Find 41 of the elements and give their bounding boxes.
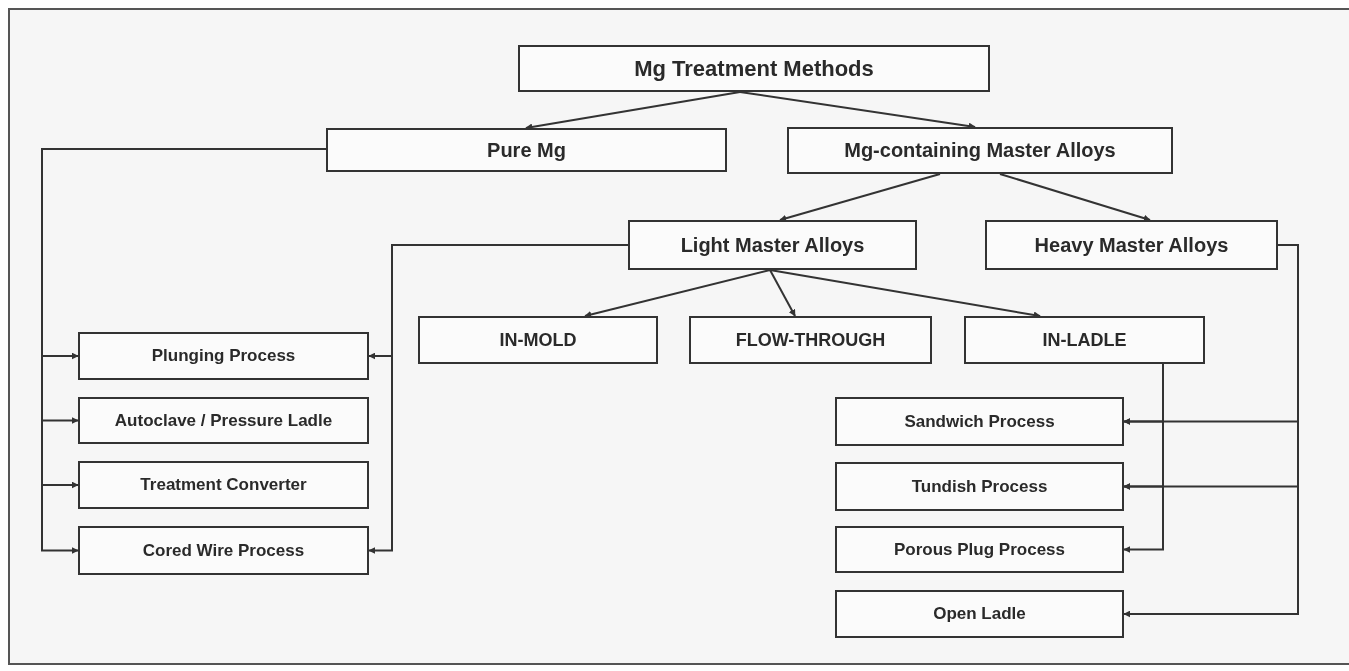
process-box bbox=[787, 127, 1173, 174]
arrow bbox=[525, 91, 741, 131]
process-box bbox=[418, 316, 658, 364]
process-box bbox=[835, 526, 1124, 573]
process-box bbox=[78, 332, 369, 380]
box-label: Cored Wire Process bbox=[142, 540, 305, 561]
box-label: Mg Treatment Methods bbox=[634, 55, 874, 82]
box-label: Porous Plug Process bbox=[894, 539, 1065, 560]
box-label: FLOW-THROUGH bbox=[735, 329, 886, 351]
process-box bbox=[628, 220, 917, 270]
box-label: Autoclave / Pressure Ladle bbox=[114, 410, 333, 431]
process-box bbox=[518, 45, 990, 92]
process-box bbox=[835, 397, 1124, 446]
box-label: IN-MOLD bbox=[499, 329, 577, 351]
process-box bbox=[835, 462, 1124, 511]
box-label: Treatment Converter bbox=[140, 475, 307, 495]
process-box bbox=[326, 128, 727, 172]
process-box bbox=[78, 526, 369, 575]
arrow bbox=[739, 91, 976, 130]
process-box bbox=[964, 316, 1205, 364]
process-box bbox=[78, 397, 369, 444]
box-label: Pure Mg bbox=[487, 138, 566, 162]
arrow bbox=[769, 269, 796, 317]
process-box bbox=[835, 590, 1124, 638]
arrow bbox=[1123, 363, 1164, 553]
process-box bbox=[985, 220, 1278, 270]
box-label: Sandwich Process bbox=[904, 411, 1055, 432]
box-label: Tundish Process bbox=[911, 476, 1048, 497]
box-label: Heavy Master Alloys bbox=[1034, 233, 1229, 257]
box-label: Plunging Process bbox=[151, 346, 296, 366]
process-box bbox=[689, 316, 932, 364]
arrow bbox=[769, 269, 1041, 319]
box-label: Mg-containing Master Alloys bbox=[844, 139, 1116, 162]
arrow bbox=[999, 173, 1151, 222]
arrow bbox=[1123, 244, 1299, 618]
box-label: IN-LADLE bbox=[1042, 329, 1127, 351]
arrow bbox=[779, 173, 941, 222]
box-label: Open Ladle bbox=[933, 604, 1026, 624]
process-box bbox=[78, 461, 369, 509]
box-label: Light Master Alloys bbox=[680, 233, 865, 257]
arrow bbox=[584, 269, 771, 318]
